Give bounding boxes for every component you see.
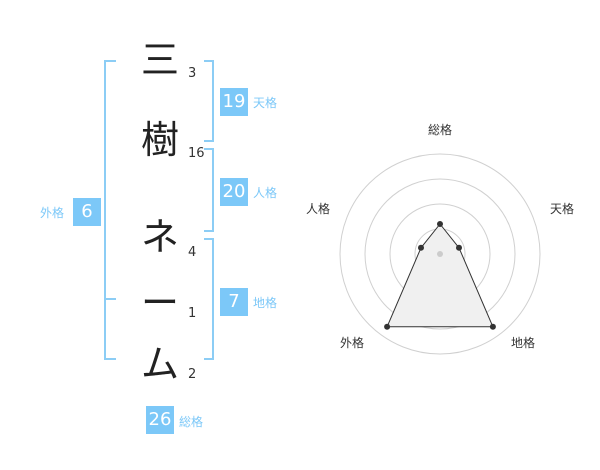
radar-point-soukaku: [437, 221, 443, 227]
radar-label-jinkaku: 人格: [306, 202, 331, 216]
stroke-count-5: 2: [188, 367, 197, 382]
gaikaku-bracket: [104, 60, 116, 360]
stroke-count-3: 4: [188, 245, 197, 260]
radar-label-gaikaku: 外格: [340, 336, 365, 350]
stroke-count-4: 1: [188, 306, 197, 321]
radar-point-tenkaku: [456, 244, 462, 251]
chikaku-bracket: [204, 238, 214, 360]
jinkaku-value-badge: 20: [220, 178, 248, 206]
radar-points: [384, 221, 496, 330]
name-char-5: ム: [140, 342, 179, 386]
gaikaku-bracket-tick: [104, 298, 116, 300]
soukaku-value-badge: 26: [146, 406, 174, 434]
radar-point-chikaku: [489, 323, 496, 330]
tenkaku-value-badge: 19: [220, 88, 248, 116]
gaikaku-label: 外格: [40, 206, 65, 220]
radar-label-tenkaku: 天格: [550, 202, 575, 216]
jinkaku-bracket: [204, 148, 214, 232]
stroke-count-1: 3: [188, 66, 197, 81]
radar-center-dot: [437, 251, 443, 257]
chikaku-label: 地格: [253, 296, 278, 310]
radar-ring-2: [364, 178, 516, 330]
radar-label-chikaku: 地格: [511, 336, 536, 350]
radar-label-soukaku: 総格: [428, 123, 453, 137]
tenkaku-label: 天格: [253, 96, 278, 110]
tenkaku-bracket: [204, 60, 214, 142]
radar-point-gaikaku: [384, 323, 391, 330]
chikaku-value-badge: 7: [220, 288, 248, 316]
name-char-3: ネ: [140, 215, 179, 259]
stroke-count-2: 16: [188, 146, 205, 161]
radar-ring-1: [339, 153, 541, 355]
name-char-2: 樹: [140, 118, 179, 162]
name-char-4: ー: [140, 281, 179, 325]
name-char-1: 三: [140, 38, 179, 82]
jinkaku-label: 人格: [253, 186, 278, 200]
soukaku-label: 総格: [179, 415, 204, 429]
gaikaku-value-badge: 6: [73, 198, 101, 226]
radar-point-jinkaku: [418, 244, 424, 251]
radar-polygon: [386, 223, 494, 328]
